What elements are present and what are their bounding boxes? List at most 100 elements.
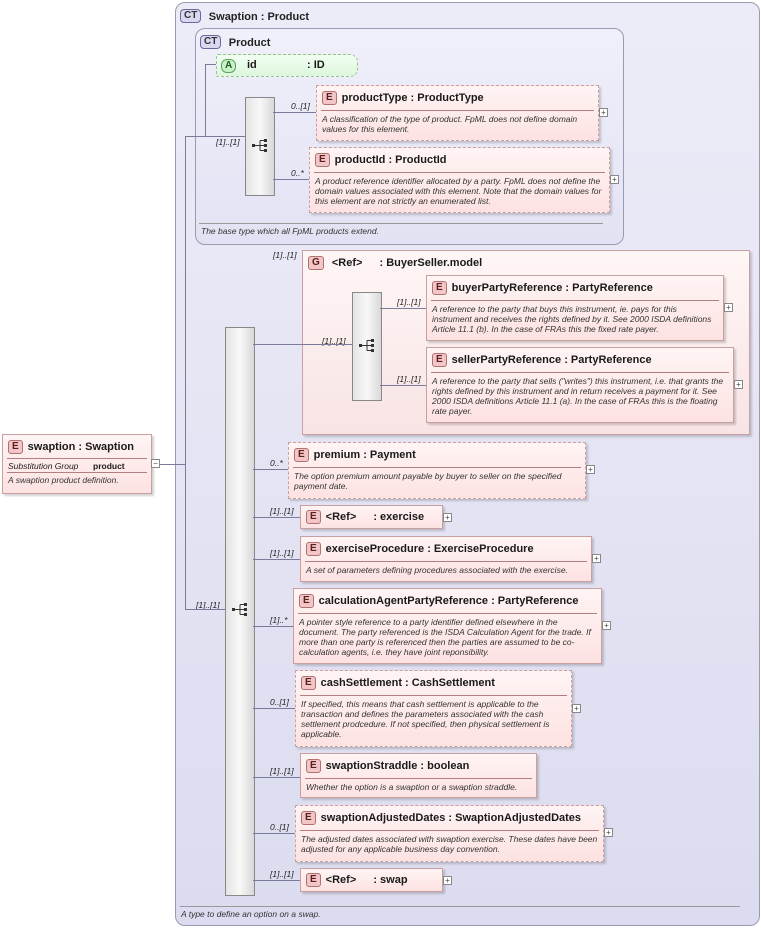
element-icon: E (294, 448, 309, 462)
connector (253, 517, 300, 518)
group-cardinality: [1]..[1] (273, 250, 297, 260)
connector (273, 112, 316, 113)
group-sequence[interactable] (352, 292, 382, 401)
element-doc: A set of parameters defining procedures … (306, 565, 568, 575)
element-icon: E (301, 676, 316, 690)
element-cardinality: [1]..[1] (270, 766, 294, 776)
connector (253, 626, 293, 627)
substitution-group-label: Substitution Group (8, 461, 79, 471)
expand-icon[interactable]: + (604, 828, 613, 837)
element-type: : CashSettlement (405, 676, 495, 689)
element-cardinality: [1]..[1] (270, 869, 294, 879)
expand-icon[interactable]: + (592, 554, 601, 563)
element-icon: E (306, 510, 321, 524)
attribute-name: id (247, 59, 257, 71)
element-type: : SwaptionAdjustedDates (448, 811, 582, 824)
connector (253, 559, 300, 560)
group-icon: G (308, 256, 324, 270)
element-name: premium (313, 448, 361, 461)
main-sequence[interactable] (225, 327, 255, 896)
element-name: swaption (27, 440, 76, 453)
element-name: exerciseProcedure (325, 542, 425, 555)
product-title-text: Product (228, 37, 271, 49)
element-type: : swap (373, 873, 408, 886)
element-type: : Swaption (78, 440, 135, 453)
group-sequence-cardinality: [1]..[1] (322, 336, 346, 346)
outer-title-text: Swaption : Product (208, 11, 310, 23)
connector (205, 64, 216, 65)
element-cardinality: 0..* (270, 458, 283, 468)
expand-icon[interactable]: + (602, 621, 611, 630)
expand-icon[interactable]: + (724, 303, 733, 312)
element-type: : PartyReference (491, 594, 579, 607)
group-name: : BuyerSeller.model (379, 256, 483, 269)
connector (273, 179, 309, 180)
element-doc: If specified, this means that cash settl… (301, 699, 550, 739)
connector (185, 136, 186, 610)
element-doc: A product reference identifier allocated… (315, 176, 602, 206)
collapse-icon[interactable]: − (151, 459, 160, 468)
element-doc: A reference to the party that sells ("wr… (432, 376, 724, 416)
element-icon: E (315, 153, 330, 167)
sequence-icon (232, 603, 247, 616)
element-name: swaptionAdjustedDates (320, 811, 446, 824)
main-sequence-cardinality: [1]..[1] (196, 600, 220, 610)
element-name: buyerPartyReference (451, 281, 563, 294)
product-sequence-cardinality: [1]..[1] (216, 137, 240, 147)
element-icon: E (322, 91, 337, 105)
connector (253, 344, 352, 345)
element-type: : ExerciseProcedure (427, 542, 534, 555)
element-cardinality: 0..* (291, 168, 304, 178)
element-name: sellerPartyReference (451, 353, 562, 366)
element-cardinality: 0..[1] (291, 101, 310, 111)
element-icon: E (432, 353, 447, 367)
element-cardinality: [1]..[1] (270, 506, 294, 516)
outer-doc-separator (180, 906, 740, 907)
expand-icon[interactable]: + (610, 175, 619, 184)
expand-icon[interactable]: + (734, 380, 743, 389)
element-icon: E (301, 811, 316, 825)
complex-type-icon: CT (200, 34, 222, 49)
element-doc: A reference to the party that buys this … (432, 304, 712, 334)
expand-icon[interactable]: + (572, 704, 581, 713)
element-icon: E (8, 440, 23, 454)
element-icon: E (306, 542, 321, 556)
element-name: cashSettlement (320, 676, 402, 689)
product-title: CT Product (200, 33, 270, 51)
element-exercise-ref[interactable]: E<Ref> : exercise (300, 505, 443, 529)
element-cardinality: [1]..[1] (397, 374, 421, 384)
element-icon: E (299, 594, 314, 608)
expand-icon[interactable]: + (443, 876, 452, 885)
attribute-id[interactable]: A id : ID (216, 54, 358, 77)
expand-icon[interactable]: + (599, 108, 608, 117)
expand-icon[interactable]: + (586, 465, 595, 474)
element-cardinality: 0..[1] (270, 822, 289, 832)
element-type: : PartyReference (565, 281, 653, 294)
element-name: productId (334, 153, 386, 166)
product-sequence[interactable] (245, 97, 275, 196)
expand-icon[interactable]: + (443, 513, 452, 522)
sequence-icon (359, 339, 374, 352)
element-doc: A pointer style reference to a party ide… (299, 617, 591, 657)
element-swap-ref[interactable]: E<Ref> : swap (300, 868, 443, 892)
element-name: swaptionStraddle (325, 759, 418, 772)
outer-doc: A type to define an option on a swap. (181, 909, 321, 919)
element-type: : Payment (363, 448, 416, 461)
element-name: calculationAgentPartyReference (318, 594, 489, 607)
connector (380, 308, 426, 309)
connector (253, 469, 288, 470)
element-type: : PartyReference (564, 353, 652, 366)
connector (253, 777, 300, 778)
element-cardinality: [1]..[1] (397, 297, 421, 307)
